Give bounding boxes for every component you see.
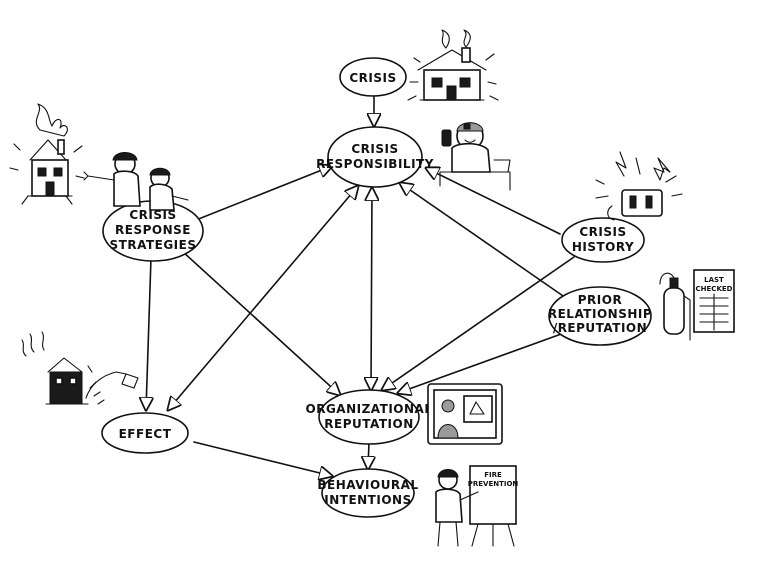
burning-house-icon-left	[9, 103, 85, 205]
node-reputation-line-1: ORGANIZATIONAL	[306, 402, 433, 416]
phone-official-icon	[439, 122, 511, 191]
node-history-line-1: CRISIS	[579, 225, 626, 239]
burning-house-icon	[407, 29, 499, 101]
edge-effect-to-behaviour	[193, 441, 332, 476]
node-behavioural-intentions: BEHAVIOURAL INTENTIONS	[317, 468, 418, 518]
node-effect-line-1: EFFECT	[119, 427, 172, 441]
sign-last: LAST	[704, 276, 724, 284]
node-crisis-line-1: CRISIS	[349, 71, 396, 85]
node-strategies-line-3: STRATEGIES	[110, 238, 197, 252]
firefighters-icon	[83, 152, 189, 211]
node-prior-line-1: PRIOR	[578, 293, 622, 307]
edge-responsibility-reputation	[371, 188, 372, 390]
node-crisis-response-strategies: CRISIS RESPONSE STRATEGIES	[102, 200, 204, 262]
node-crisis-history: CRISIS HISTORY	[561, 217, 645, 263]
node-crisis-responsibility-line-2: RESPONSIBILITY	[316, 157, 434, 171]
edge-prior-to-responsibility	[400, 183, 567, 299]
easel-prevention: PREVENTION	[468, 480, 519, 488]
edge-prior-to-reputation	[398, 332, 565, 393]
edge-responsibility-effect	[168, 186, 358, 410]
edge-reputation-to-behaviour	[368, 441, 369, 469]
node-history-line-2: HISTORY	[572, 240, 634, 254]
edge-history-to-responsibility	[426, 168, 561, 235]
node-prior-relationship: PRIOR RELATIONSHIP /REPUTATION	[548, 286, 652, 346]
node-effect: EFFECT	[101, 412, 189, 454]
node-organizational-reputation: ORGANIZATIONAL REPUTATION	[306, 389, 433, 445]
node-strategies-line-2: RESPONSE	[115, 223, 191, 237]
easel-fire: FIRE	[484, 471, 502, 479]
edges	[146, 96, 575, 476]
tv-presenter-icon	[427, 383, 503, 445]
firefighter-presenter-icon: FIRE PREVENTION	[435, 465, 519, 547]
node-prior-line-3: /REPUTATION	[553, 321, 647, 335]
node-crisis-responsibility: CRISIS RESPONSIBILITY	[316, 126, 434, 188]
edge-strategies-to-effect	[146, 257, 151, 410]
edge-history-to-reputation	[382, 256, 575, 390]
sign-checked: CHECKED	[696, 285, 733, 293]
node-behaviour-line-1: BEHAVIOURAL	[317, 478, 418, 492]
node-crisis-responsibility-line-1: CRISIS	[351, 142, 398, 156]
node-prior-line-2: RELATIONSHIP	[548, 307, 652, 321]
edge-strategies-to-responsibility	[195, 166, 332, 221]
node-behaviour-line-2: INTENTIONS	[324, 493, 411, 507]
node-reputation-line-2: REPUTATION	[324, 417, 413, 431]
sparking-outlet-icon	[595, 151, 683, 221]
fire-extinguisher-icon: LAST CHECKED	[659, 269, 735, 341]
node-strategies-line-1: CRISIS	[129, 208, 176, 222]
edge-strategies-to-reputation	[181, 250, 340, 395]
house-fire-hose-icon	[21, 331, 139, 405]
node-crisis: CRISIS	[339, 57, 407, 97]
